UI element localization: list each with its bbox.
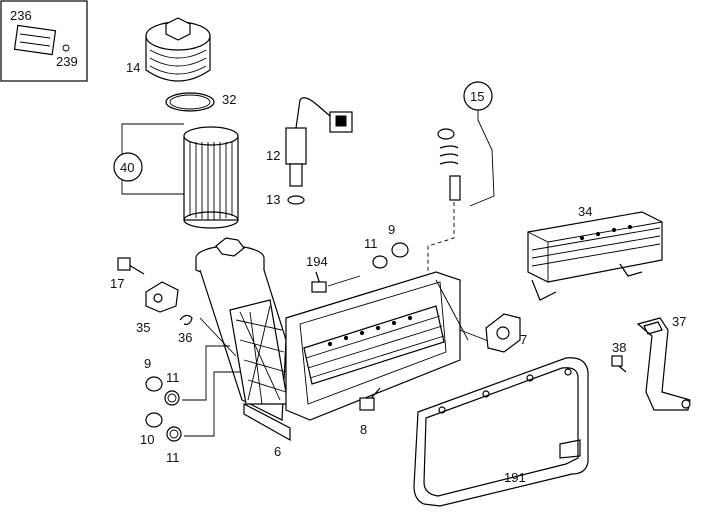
valve-pin-part <box>449 175 461 201</box>
label-37: 37 <box>672 314 686 329</box>
label-14: 14 <box>126 60 140 75</box>
label-32: 32 <box>222 92 236 107</box>
label-38: 38 <box>612 340 626 355</box>
callout-circle-40 <box>113 152 143 182</box>
label-40: 40 <box>120 160 134 175</box>
label-13: 13 <box>266 192 280 207</box>
cooler-module <box>285 271 497 421</box>
plug-part-9-lower <box>145 376 163 392</box>
washer-part-11 <box>372 255 388 269</box>
label-6: 6 <box>274 444 281 459</box>
o-ring-part-32 <box>165 92 215 112</box>
plug-part-9 <box>391 242 409 258</box>
inset-box <box>0 0 88 82</box>
label-239: 239 <box>56 54 78 69</box>
oil-cooler-part-34 <box>527 211 663 301</box>
label-194: 194 <box>306 254 328 269</box>
gasket-part-7 <box>485 313 521 353</box>
label-17: 17 <box>110 276 124 291</box>
label-11-upper: 11 <box>364 236 378 251</box>
filter-element-part-40 <box>183 126 239 229</box>
bracket-part-37 <box>636 317 691 411</box>
label-15: 15 <box>470 89 484 104</box>
valve-cap-part <box>437 128 455 140</box>
label-12: 12 <box>266 148 280 163</box>
washer-part-11-lower <box>166 426 182 442</box>
sensor-part-12 <box>285 97 353 187</box>
label-7: 7 <box>520 332 527 347</box>
label-9-lower: 9 <box>144 356 151 371</box>
filter-cap-part-14 <box>145 17 211 82</box>
label-9-upper: 9 <box>388 222 395 237</box>
spring-part <box>439 145 459 165</box>
washer-part-11-middle <box>164 390 180 406</box>
label-11-lower: 11 <box>166 450 180 465</box>
label-10: 10 <box>140 432 154 447</box>
label-191: 191 <box>504 470 526 485</box>
clip-part-36 <box>179 314 193 325</box>
label-8: 8 <box>360 422 367 437</box>
label-11-middle: 11 <box>166 370 180 385</box>
label-34: 34 <box>578 204 592 219</box>
oil-filter-housing-part-6 <box>195 237 291 442</box>
seal-part-13 <box>287 195 305 205</box>
gasket-part-191 <box>413 357 589 507</box>
plug-part-10 <box>145 412 163 428</box>
label-35: 35 <box>136 320 150 335</box>
label-36: 36 <box>178 330 192 345</box>
label-236: 236 <box>10 8 32 23</box>
